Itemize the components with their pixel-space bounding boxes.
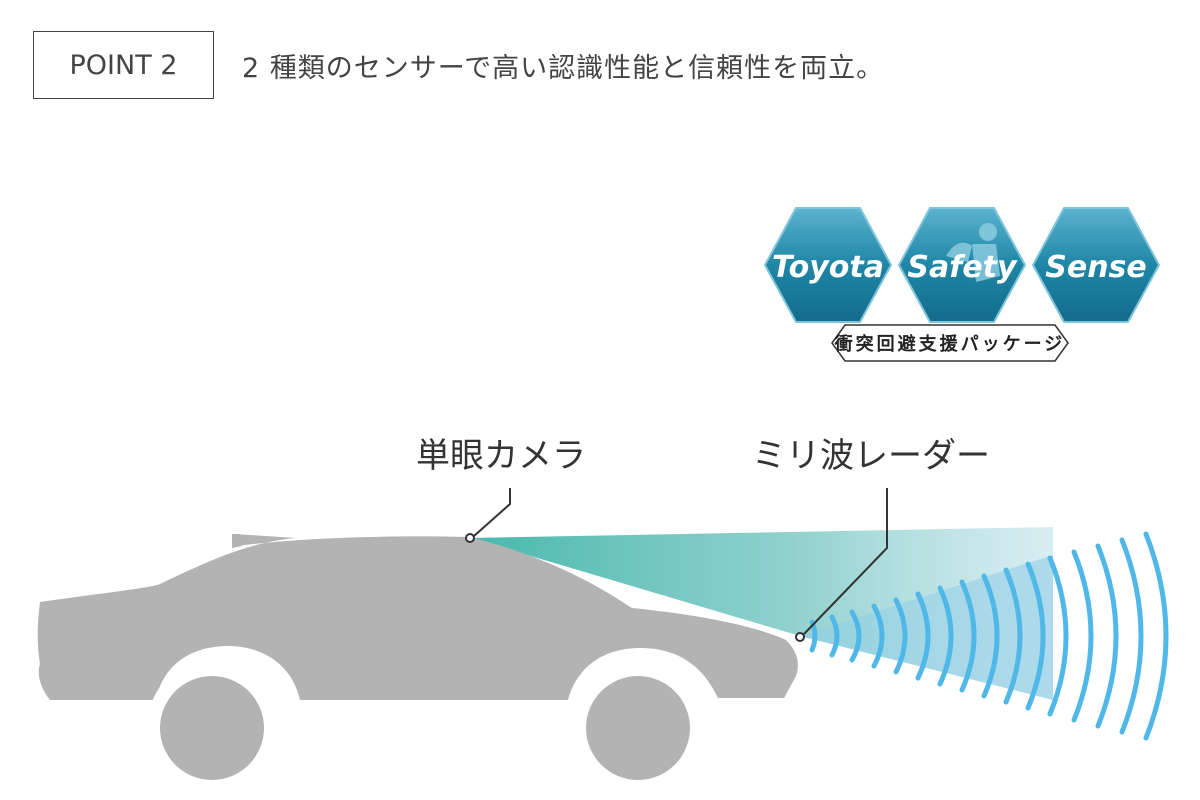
point-label-box: POINT 2 bbox=[33, 31, 214, 99]
point-label: POINT 2 bbox=[69, 49, 178, 81]
logo-subtitle: 衝突回避支援パッケージ bbox=[834, 333, 1066, 355]
radar-waves bbox=[809, 531, 1169, 741]
logo-word-toyota: Toyota bbox=[772, 250, 884, 285]
radar-callout bbox=[795, 488, 888, 642]
logo-subtitle-banner bbox=[831, 324, 1069, 362]
logo-word-safety: Safety bbox=[907, 250, 1018, 285]
camera-callout bbox=[465, 488, 511, 543]
driver-pictogram bbox=[946, 223, 1000, 282]
logo-word-sense: Sense bbox=[1045, 250, 1147, 285]
logo-hex-toyota bbox=[763, 207, 893, 323]
logo-hex-sense bbox=[1031, 207, 1161, 323]
toyota-safety-sense-logo: Toyota Safety Sense 衝突回避支援パッケージ bbox=[763, 207, 1161, 362]
headline: 2 種類のセンサーで高い認識性能と信頼性を両立。 bbox=[242, 53, 885, 84]
radar-label: ミリ波レーダー bbox=[752, 436, 990, 476]
car-silhouette bbox=[0, 534, 1200, 800]
camera-label: 単眼カメラ bbox=[416, 436, 586, 476]
